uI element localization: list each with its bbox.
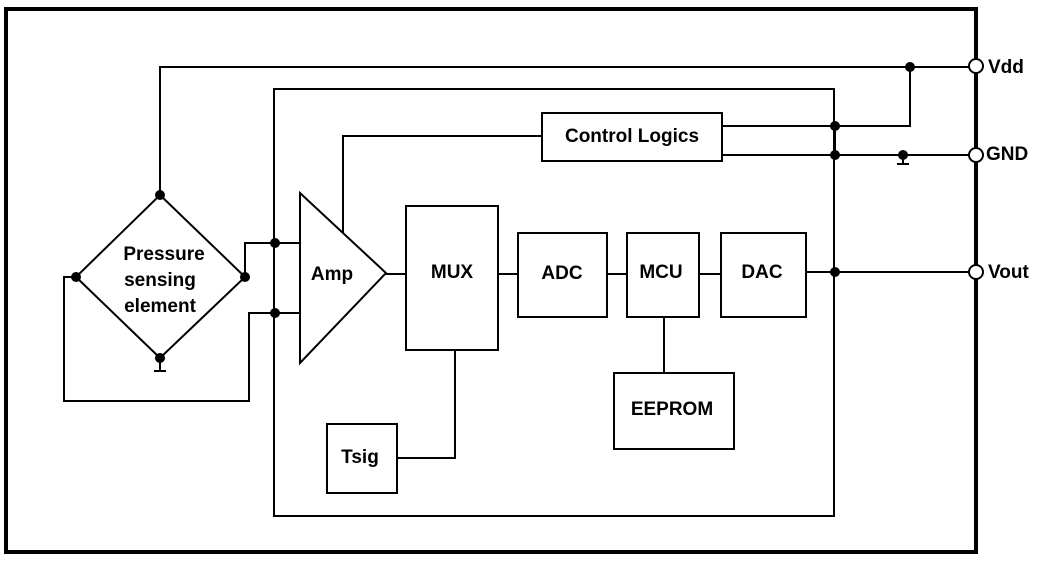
vout-label: Vout [988, 262, 1029, 283]
eeprom-label: EEPROM [631, 399, 713, 420]
gnd-label: GND [986, 144, 1028, 165]
sensor-label-line3: element [124, 296, 196, 317]
mux-block: MUX [405, 205, 499, 351]
junction-dots [71, 62, 915, 363]
adc-block: ADC [517, 232, 608, 318]
dac-block: DAC [720, 232, 807, 318]
sensor-label-line1: Pressure [123, 244, 204, 265]
pin-gnd: GND [968, 144, 1028, 165]
wiring [63, 66, 976, 459]
package-frame [4, 7, 978, 554]
tsig-label: Tsig [341, 447, 379, 468]
control-logics-label: Control Logics [565, 126, 699, 147]
amp-block: Amp [299, 190, 388, 366]
pin-vout: Vout [968, 262, 1029, 283]
mux-label: MUX [431, 262, 474, 283]
pin-vdd: Vdd [968, 57, 1024, 78]
control-logics-block: Control Logics [541, 112, 723, 162]
vdd-label: Vdd [988, 57, 1024, 78]
vout-terminal-icon [968, 264, 984, 280]
asic-boundary [273, 88, 835, 517]
adc-label: ADC [541, 263, 582, 284]
mcu-block: MCU [626, 232, 700, 318]
amp-label: Amp [311, 264, 353, 285]
vdd-terminal-icon [968, 58, 984, 74]
eeprom-block: EEPROM [613, 372, 735, 450]
mcu-label: MCU [639, 262, 682, 283]
gnd-terminal-icon [968, 147, 984, 163]
sensor-label-line2: sensing [124, 270, 196, 291]
tsig-block: Tsig [326, 423, 398, 494]
dac-label: DAC [741, 262, 782, 283]
pressure-sensing-element: Pressure sensing element [74, 193, 247, 360]
